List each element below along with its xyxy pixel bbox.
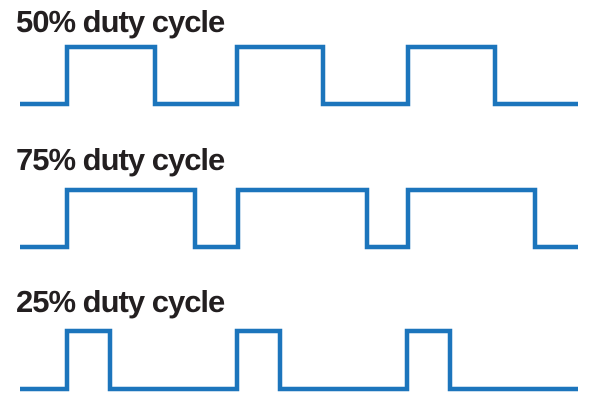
waveform-label-50: 50% duty cycle: [16, 4, 225, 39]
waveform-label-25: 25% duty cycle: [16, 284, 225, 319]
waveform-50-line: [20, 44, 578, 107]
waveform-75-line: [20, 187, 578, 250]
waveform-25-line: [20, 328, 578, 392]
waveform-label-75: 75% duty cycle: [16, 142, 225, 177]
